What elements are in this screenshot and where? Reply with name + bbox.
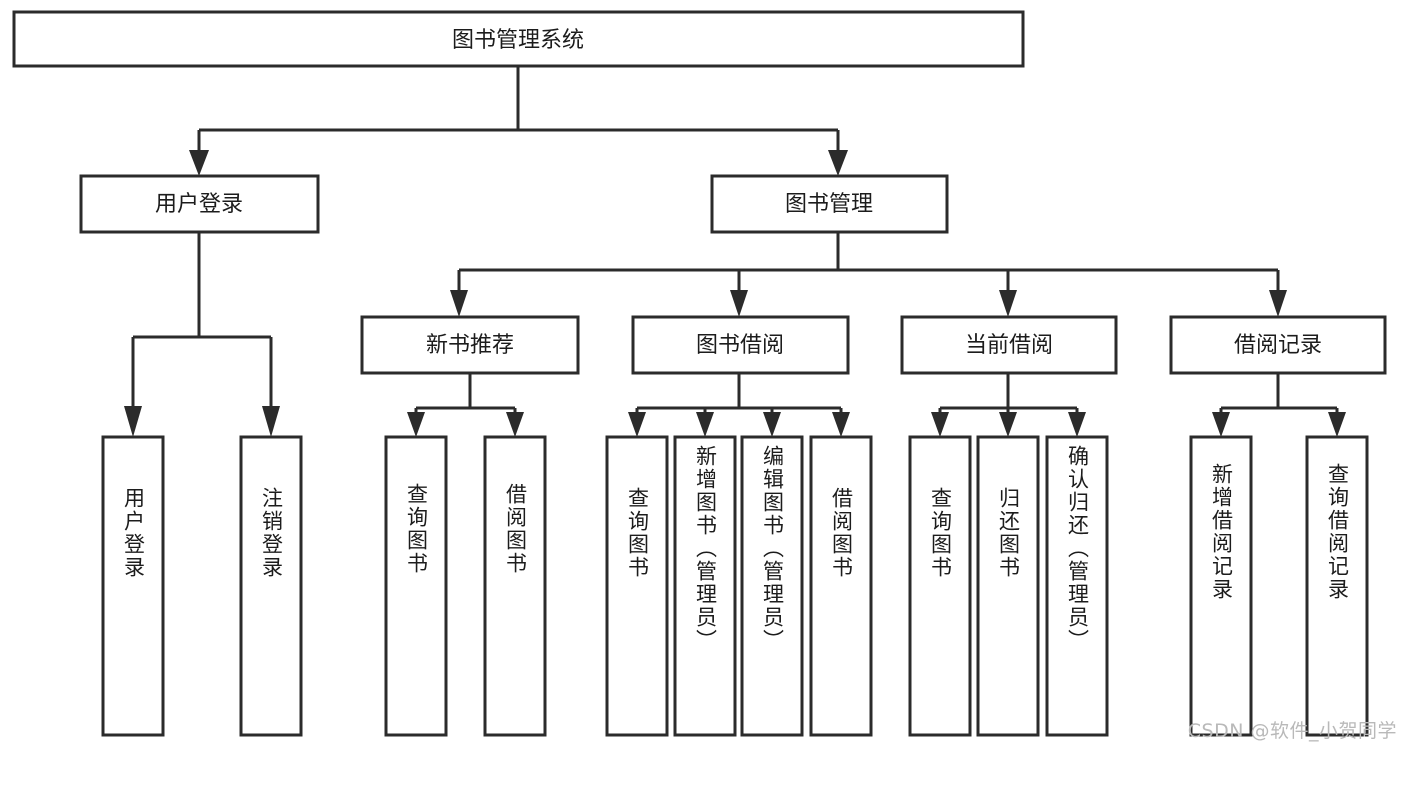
arrow-head-icon <box>189 150 209 176</box>
node-root-label: 图书管理系统 <box>452 28 584 53</box>
node-borrow-label: 图书借阅 <box>696 333 784 358</box>
csdn-watermark: CSDN @软件_小贺同学 <box>1187 720 1397 742</box>
node-login[interactable]: 用户登录 <box>79 174 320 234</box>
node-bookmgmt[interactable]: 图书管理 <box>710 174 949 234</box>
arrow-head-icon <box>832 412 850 437</box>
node-newbook-box[interactable] <box>360 315 580 375</box>
node-leaf10-box[interactable] <box>976 435 1040 737</box>
node-leaf2-box[interactable] <box>239 435 303 737</box>
node-login-box[interactable] <box>79 174 320 234</box>
arrow-head-icon <box>931 412 949 437</box>
arrow-head-icon <box>506 412 524 437</box>
flowchart-svg: 图书管理系统 用户登录 图书管理 新书推荐 图书借阅 当前借阅 借阅记录 <box>12 10 1387 737</box>
node-leaf13-box[interactable] <box>1305 435 1369 737</box>
arrow-head-icon <box>124 406 142 437</box>
node-current-box[interactable] <box>900 315 1118 375</box>
arrow-head-icon <box>696 412 714 437</box>
arrow-head-icon <box>1212 412 1230 437</box>
arrow-head-icon <box>262 406 280 437</box>
node-bookmgmt-label: 图书管理 <box>785 192 873 217</box>
node-leaf6-box[interactable] <box>673 435 737 737</box>
arrow-head-icon <box>450 290 468 317</box>
node-leaf5-box[interactable] <box>605 435 669 737</box>
arrow-head-icon <box>1328 412 1346 437</box>
node-records-label: 借阅记录 <box>1234 333 1322 358</box>
node-records-box[interactable] <box>1169 315 1387 375</box>
arrow-head-icon <box>828 150 848 176</box>
arrow-head-icon <box>763 412 781 437</box>
node-leaf7-box[interactable] <box>740 435 804 737</box>
node-leaf12-box[interactable] <box>1189 435 1253 737</box>
node-records[interactable]: 借阅记录 <box>1169 315 1387 375</box>
node-leaf1-box[interactable] <box>101 435 165 737</box>
arrow-head-icon <box>999 412 1017 437</box>
arrow-head-icon <box>407 412 425 437</box>
node-leaf8-box[interactable] <box>809 435 873 737</box>
node-leaf11-box[interactable] <box>1045 435 1109 737</box>
node-borrow-box[interactable] <box>631 315 850 375</box>
diagram-canvas: 图书管理系统 用户登录 图书管理 新书推荐 图书借阅 当前借阅 借阅记录 <box>12 10 1397 742</box>
node-leaf9-box[interactable] <box>908 435 972 737</box>
node-borrow[interactable]: 图书借阅 <box>631 315 850 375</box>
connector-layer <box>124 66 1346 437</box>
arrow-head-icon <box>628 412 646 437</box>
node-leaf4-box[interactable] <box>483 435 547 737</box>
arrow-head-icon <box>730 290 748 317</box>
node-root[interactable]: 图书管理系统 <box>12 10 1025 68</box>
node-current-label: 当前借阅 <box>965 333 1053 358</box>
node-bookmgmt-box[interactable] <box>710 174 949 234</box>
node-login-label: 用户登录 <box>155 192 243 217</box>
node-root-box[interactable] <box>12 10 1025 68</box>
node-newbook[interactable]: 新书推荐 <box>360 315 580 375</box>
arrow-head-icon <box>1269 290 1287 317</box>
node-leaf3-box[interactable] <box>384 435 448 737</box>
node-newbook-label: 新书推荐 <box>426 333 514 358</box>
arrow-head-icon <box>999 290 1017 317</box>
node-current[interactable]: 当前借阅 <box>900 315 1118 375</box>
arrow-head-icon <box>1068 412 1086 437</box>
